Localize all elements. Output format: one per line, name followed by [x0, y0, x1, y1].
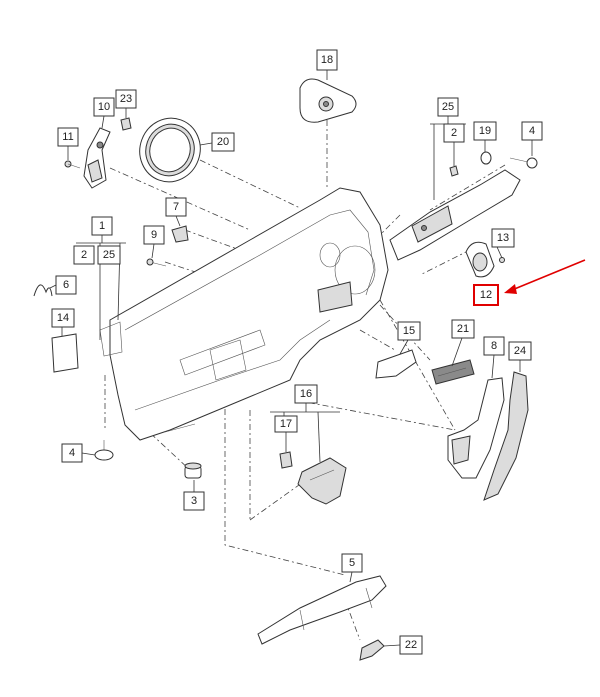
svg-text:12: 12	[480, 289, 492, 301]
callout-8: 8	[483, 336, 505, 356]
part-23-clip	[120, 117, 132, 131]
callout-22: 22	[399, 635, 423, 655]
svg-text:5: 5	[349, 557, 355, 569]
part-10-handle-mechanism	[83, 127, 111, 189]
part-11-screw	[64, 160, 81, 169]
part-20-speaker-ring	[139, 117, 201, 183]
svg-text:10: 10	[98, 101, 110, 113]
callout-3: 3	[183, 491, 205, 511]
callout-2-lower: 2	[73, 245, 95, 265]
part-18-switch-cover	[299, 78, 357, 123]
part-5-lower-trim-strip	[257, 575, 387, 645]
callout-4-upper: 4	[521, 121, 543, 141]
svg-text:23: 23	[120, 93, 132, 105]
svg-text:15: 15	[403, 325, 415, 337]
callout-9: 9	[143, 225, 165, 245]
svg-text:8: 8	[491, 340, 497, 352]
svg-text:3: 3	[191, 495, 197, 507]
callout-24: 24	[508, 341, 532, 361]
svg-text:18: 18	[321, 54, 333, 66]
callout-6: 6	[55, 275, 77, 295]
svg-text:6: 6	[63, 279, 69, 291]
svg-text:2: 2	[81, 249, 87, 261]
callout-15: 15	[397, 321, 421, 341]
part-16-switch-housing	[297, 457, 347, 505]
part-8-armrest	[447, 377, 505, 479]
svg-text:16: 16	[300, 388, 312, 400]
part-9-bolt	[146, 258, 167, 267]
callout-23: 23	[115, 89, 137, 109]
svg-text:4: 4	[529, 125, 535, 137]
part-14-trim-pad	[51, 333, 79, 373]
svg-text:1: 1	[99, 220, 105, 232]
svg-text:2: 2	[451, 127, 457, 139]
part-17-switch	[279, 451, 293, 469]
svg-text:24: 24	[514, 345, 526, 357]
svg-text:19: 19	[479, 125, 491, 137]
part-2-clip-upper	[449, 165, 459, 177]
part-3-bushing	[184, 462, 202, 479]
part-1-door-panel	[99, 187, 389, 441]
svg-text:25: 25	[103, 249, 115, 261]
svg-text:13: 13	[497, 232, 509, 244]
part-6-spring-clip	[33, 284, 53, 297]
callout-1: 1	[91, 216, 113, 236]
callout-25-lower: 25	[97, 245, 121, 265]
part-22-clip	[359, 639, 385, 661]
svg-text:11: 11	[62, 131, 73, 143]
callout-20: 20	[211, 132, 235, 152]
part-25-upper-trim	[389, 169, 521, 261]
callout-12-highlighted: 12	[473, 284, 499, 306]
part-4-screw-upper	[509, 157, 538, 169]
callout-25-upper: 25	[437, 97, 459, 117]
svg-text:14: 14	[57, 312, 69, 324]
part-24-armrest-trim	[483, 371, 529, 501]
callout-7: 7	[165, 197, 187, 217]
callout-17: 17	[274, 415, 298, 433]
highlight-arrow	[504, 259, 586, 294]
svg-text:21: 21	[457, 323, 469, 335]
callout-19: 19	[473, 121, 497, 141]
callout-10: 10	[93, 97, 115, 117]
callout-11: 11	[57, 127, 79, 147]
svg-text:7: 7	[173, 201, 179, 213]
svg-text:22: 22	[405, 639, 417, 651]
part-21-badge	[431, 359, 475, 385]
part-7-bracket	[171, 225, 189, 243]
callout-16: 16	[294, 384, 318, 404]
svg-text:20: 20	[217, 136, 229, 148]
callout-21: 21	[451, 319, 475, 339]
svg-text:9: 9	[151, 229, 157, 241]
svg-text:4: 4	[69, 447, 75, 459]
part-15-pull-cover	[375, 349, 417, 379]
callout-18: 18	[316, 49, 338, 71]
part-19-grommet	[480, 151, 492, 165]
callout-5: 5	[341, 553, 363, 573]
callout-4-lower: 4	[61, 443, 83, 463]
svg-text:17: 17	[280, 418, 292, 430]
part-13-clip	[499, 257, 505, 263]
part-12-tweeter-cover	[465, 241, 495, 278]
callout-13: 13	[491, 228, 515, 248]
part-4-screw-lower	[94, 440, 114, 461]
svg-text:25: 25	[442, 101, 454, 113]
callout-14: 14	[51, 308, 75, 328]
callout-2-upper: 2	[443, 123, 465, 143]
